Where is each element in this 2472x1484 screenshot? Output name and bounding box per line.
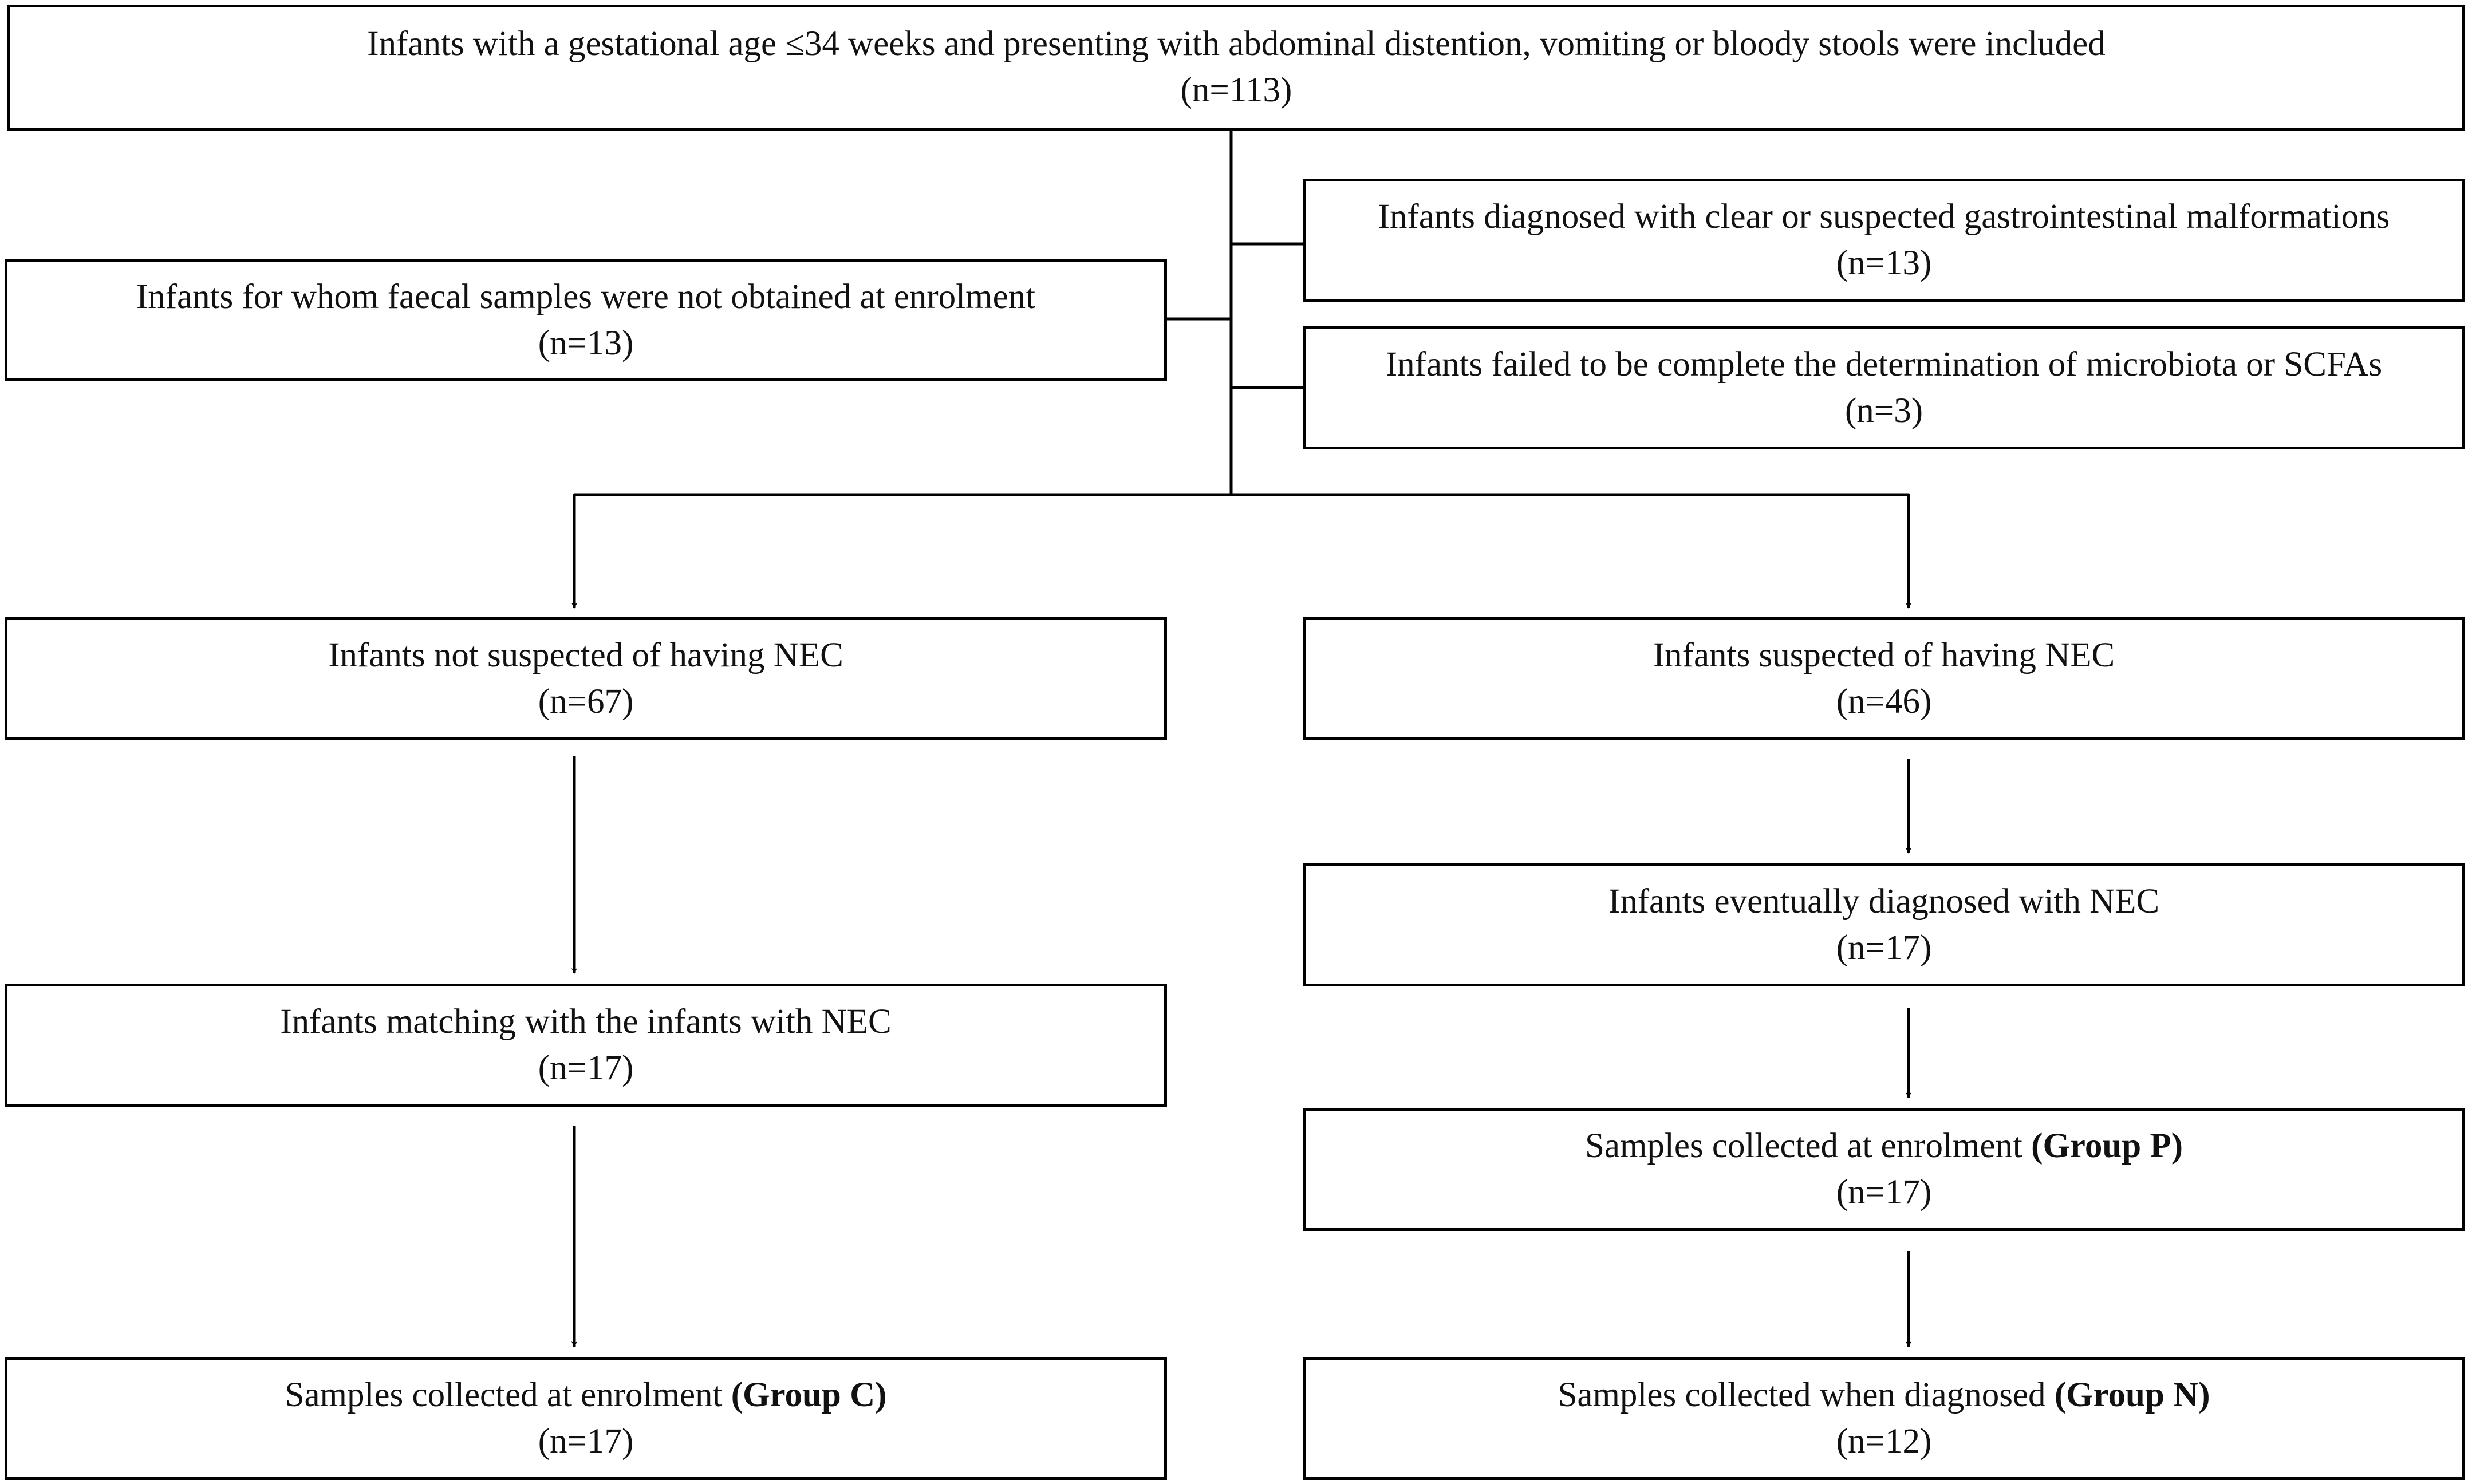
- excluded-gi-malformations-box: Infants diagnosed with clear or suspecte…: [1303, 179, 2465, 302]
- box-count: (n=17): [538, 1422, 634, 1461]
- box-text: Samples collected at enrolment (Group P): [1585, 1123, 2183, 1170]
- group-n-box: Samples collected when diagnosed (Group …: [1303, 1357, 2465, 1480]
- box-count: (n=3): [1844, 391, 1923, 430]
- box-text: Infants diagnosed with clear or suspecte…: [1378, 197, 2390, 236]
- box-text: Infants eventually diagnosed with NEC: [1608, 882, 2160, 921]
- box-count: (n=13): [1836, 243, 1932, 282]
- box-text: Infants suspected of having NEC: [1653, 636, 2115, 674]
- box-text: Samples collected at enrolment (Group C): [285, 1372, 887, 1419]
- box-count: (n=113): [1180, 71, 1292, 109]
- box-text-main: Samples collected at enrolment: [285, 1375, 731, 1414]
- not-suspected-nec-box: Infants not suspected of having NEC (n=6…: [5, 617, 1167, 740]
- box-text-main: Samples collected when diagnosed: [1558, 1375, 2055, 1414]
- box-count: (n=13): [538, 323, 634, 362]
- group-label: (Group N): [2054, 1375, 2210, 1414]
- group-label: (Group C): [731, 1375, 887, 1414]
- box-text: Infants failed to be complete the determ…: [1385, 345, 2383, 384]
- box-count: (n=12): [1836, 1422, 1932, 1461]
- box-count: (n=17): [538, 1048, 634, 1087]
- matching-infants-box: Infants matching with the infants with N…: [5, 984, 1167, 1107]
- group-label: (Group P): [2031, 1126, 2183, 1165]
- excluded-failed-determination-box: Infants failed to be complete the determ…: [1303, 326, 2465, 449]
- box-text-main: Samples collected at enrolment: [1584, 1126, 2032, 1165]
- group-c-box: Samples collected at enrolment (Group C)…: [5, 1357, 1167, 1480]
- box-text: Samples collected when diagnosed (Group …: [1558, 1372, 2210, 1419]
- suspected-nec-box: Infants suspected of having NEC (n=46): [1303, 617, 2465, 740]
- excluded-no-faecal-samples-box: Infants for whom faecal samples were not…: [5, 259, 1167, 381]
- eventually-diagnosed-nec-box: Infants eventually diagnosed with NEC (n…: [1303, 863, 2465, 986]
- group-p-box: Samples collected at enrolment (Group P)…: [1303, 1108, 2465, 1231]
- box-text: Infants for whom faecal samples were not…: [136, 277, 1036, 316]
- box-count: (n=17): [1836, 1173, 1932, 1211]
- box-count: (n=46): [1836, 682, 1932, 721]
- box-text: Infants matching with the infants with N…: [280, 1002, 892, 1041]
- enrolled-infants-box: Infants with a gestational age ≤34 weeks…: [7, 5, 2465, 131]
- box-count: (n=67): [538, 682, 634, 721]
- box-count: (n=17): [1836, 928, 1932, 967]
- box-text: Infants not suspected of having NEC: [328, 636, 843, 674]
- box-text: Infants with a gestational age ≤34 weeks…: [367, 25, 2106, 64]
